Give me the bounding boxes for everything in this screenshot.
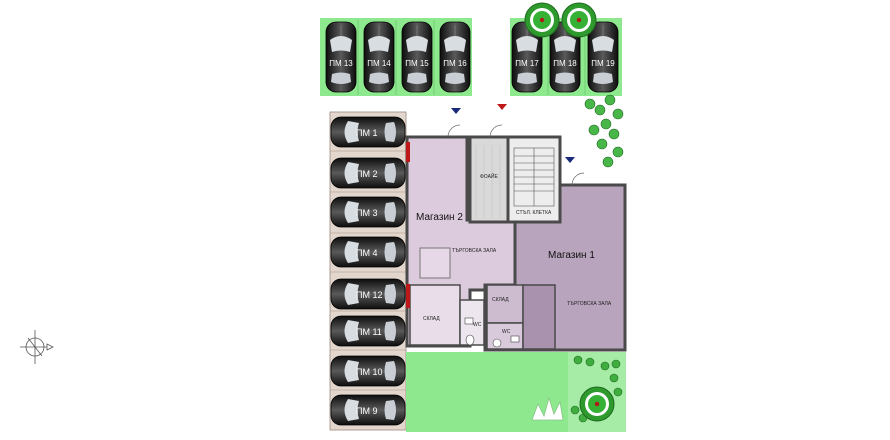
door-swings	[447, 124, 585, 186]
shop-1-service-block	[522, 284, 556, 350]
compass-icon	[20, 330, 54, 364]
car-icon	[587, 21, 619, 93]
parking-label-1: ПМ 1	[356, 128, 377, 138]
parking-label-12: ПМ 12	[356, 290, 382, 300]
car-icon	[363, 21, 395, 93]
foyer-floor-pattern	[475, 145, 501, 218]
top-parking-labels: ПМ 13 ПМ 14 ПМ 15 ПМ 16 ПМ 17 ПМ 18 ПМ 1…	[329, 59, 615, 68]
shop-2-wc-label: WC	[473, 322, 482, 328]
red-wall-accent	[406, 142, 410, 162]
car-icon	[439, 21, 471, 93]
foyer-label: ФОАЙЕ	[480, 172, 499, 180]
car-icon	[401, 21, 433, 93]
car-icon	[325, 21, 357, 93]
left-parking-labels: ПМ 1 ПМ 2 ПМ 3 ПМ 4 ПМ 12 ПМ 11 ПМ 10 ПМ…	[356, 128, 382, 416]
left-parking-dividers	[330, 150, 406, 391]
entrance-arrow-icon	[497, 104, 507, 110]
parking-label-2: ПМ 2	[356, 169, 377, 179]
parking-label-13: ПМ 13	[329, 59, 353, 68]
tree-icon	[579, 386, 615, 422]
parking-label-14: ПМ 14	[367, 59, 391, 68]
parking-label-11: ПМ 11	[356, 327, 382, 337]
shop-1-storage-label: СКЛАД	[492, 297, 509, 303]
shop-1-storage	[486, 284, 524, 324]
parking-label-16: ПМ 16	[443, 59, 467, 68]
tree-icon	[561, 2, 597, 38]
red-wall-accent	[406, 284, 410, 308]
shop-2-storage-label: СКЛАД	[423, 316, 440, 322]
entrance-arrow-icon	[451, 108, 461, 114]
shrub-icon	[584, 94, 624, 168]
parking-label-9: ПМ 9	[356, 406, 377, 416]
shrub-icon	[531, 396, 564, 421]
shop-1-wc-label: WC	[502, 329, 511, 335]
shop-1-sales-hall-label: ТЪРГОВСКА ЗАЛА	[567, 301, 612, 307]
stairwell-label: СТЪЛ. КЛЕТКА	[516, 210, 552, 216]
parking-label-17: ПМ 17	[515, 59, 539, 68]
shop-1-title: Магазин 1	[548, 250, 595, 261]
wc-fixtures	[464, 317, 520, 348]
parking-label-3: ПМ 3	[356, 208, 377, 218]
parking-label-15: ПМ 15	[405, 59, 429, 68]
shop-2-title: Магазин 2	[416, 212, 463, 223]
shrub-icon	[570, 355, 623, 423]
shop-2-sales-hall-label: ТЪРГОВСКА ЗАЛА	[452, 248, 497, 254]
tree-icon	[524, 2, 560, 38]
shop-2-storage	[409, 284, 461, 346]
parking-label-18: ПМ 18	[553, 59, 577, 68]
stair-treads	[513, 147, 555, 207]
parking-label-10: ПМ 10	[356, 367, 382, 377]
parking-label-19: ПМ 19	[591, 59, 615, 68]
entrance-arrow-icon	[565, 157, 575, 163]
parking-label-4: ПМ 4	[356, 248, 377, 258]
shop-2-inner-block	[419, 247, 451, 279]
